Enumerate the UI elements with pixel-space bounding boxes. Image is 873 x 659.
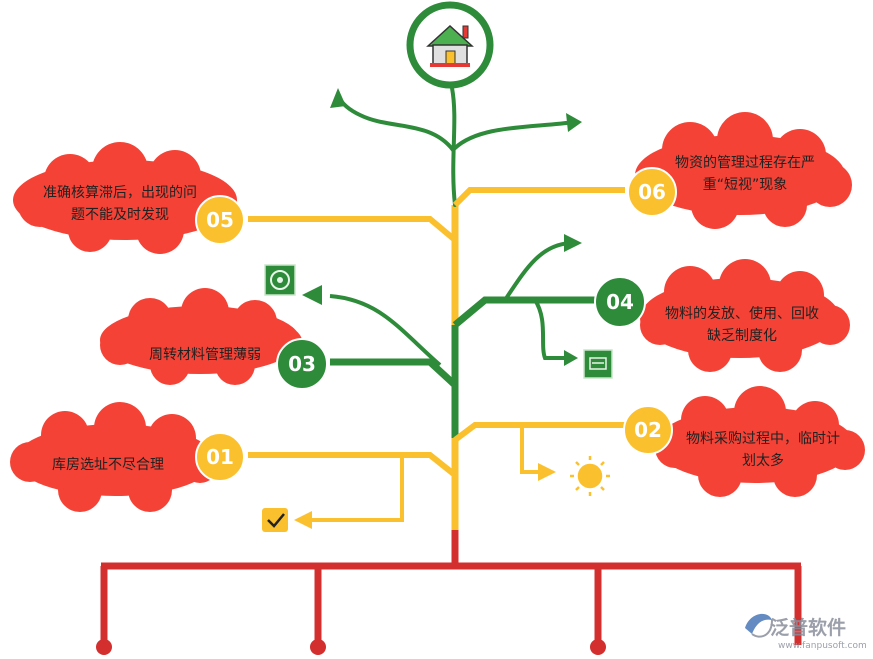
sun-icon	[570, 456, 610, 496]
issue-06-line-1: 物资的管理过程存在严	[675, 155, 815, 171]
target-icon	[264, 264, 296, 296]
house-node	[406, 1, 494, 89]
badge-02: 02	[623, 405, 673, 455]
issue-05-line-1: 准确核算滞后，出现的问	[43, 185, 197, 201]
badge-01-number: 01	[206, 445, 234, 469]
watermark-brand: 泛普软件	[770, 616, 846, 639]
badge-03: 03	[276, 338, 328, 390]
issue-04-line-2: 缺乏制度化	[707, 328, 777, 344]
root-node-1	[96, 639, 112, 655]
badge-04-number: 04	[606, 290, 634, 314]
badge-05: 05	[195, 195, 245, 245]
badge-06: 06	[627, 167, 677, 217]
watermark-logo-icon	[745, 613, 773, 638]
badge-04: 04	[594, 276, 646, 328]
issue-02-line-1: 物料采购过程中，临时计	[686, 431, 840, 447]
issue-06-text: 物资的管理过程存在严 重“短视”现象	[675, 155, 815, 193]
badge-06-number: 06	[638, 180, 666, 204]
issue-01-line-1: 库房选址不尽合理	[52, 457, 164, 473]
cloud-05	[13, 142, 237, 254]
branch-04	[452, 296, 600, 328]
badge-01: 01	[195, 432, 245, 482]
issue-05-text: 准确核算滞后，出现的问 题不能及时发现	[43, 185, 197, 223]
house-icon	[426, 24, 474, 67]
badge-03-number: 03	[288, 352, 316, 376]
issue-04-text: 物料的发放、使用、回收 缺乏制度化	[665, 305, 819, 344]
issue-04-line-1: 物料的发放、使用、回收	[665, 305, 819, 322]
badge-02-number: 02	[634, 418, 662, 442]
checkbox-icon	[262, 508, 288, 532]
branch-03	[330, 358, 458, 388]
branch-01	[248, 452, 457, 478]
watermark: 泛普软件 www.fanpusoft.com	[745, 613, 867, 651]
cloud-03	[100, 288, 303, 385]
watermark-url: www.fanpusoft.com	[778, 641, 867, 651]
branch-02	[453, 422, 625, 443]
badge-05-number: 05	[206, 208, 234, 232]
root-structure	[100, 530, 802, 645]
root-node-3	[590, 639, 606, 655]
issue-06-line-2: 重“短视”现象	[703, 177, 788, 193]
branch-05	[248, 216, 457, 243]
cloud-04	[640, 259, 850, 372]
issue-02-line-2: 划太多	[742, 452, 784, 469]
cloud-02	[655, 386, 865, 497]
issue-01-text: 库房选址不尽合理	[52, 457, 164, 473]
issue-05-line-2: 题不能及时发现	[71, 207, 169, 223]
branch-06	[452, 187, 625, 208]
issue-02-text: 物料采购过程中，临时计 划太多	[686, 431, 840, 469]
issue-03-text: 周转材料管理薄弱	[149, 347, 261, 363]
card-icon	[583, 349, 613, 379]
root-node-2	[310, 639, 326, 655]
issue-03-line-1: 周转材料管理薄弱	[149, 347, 261, 363]
